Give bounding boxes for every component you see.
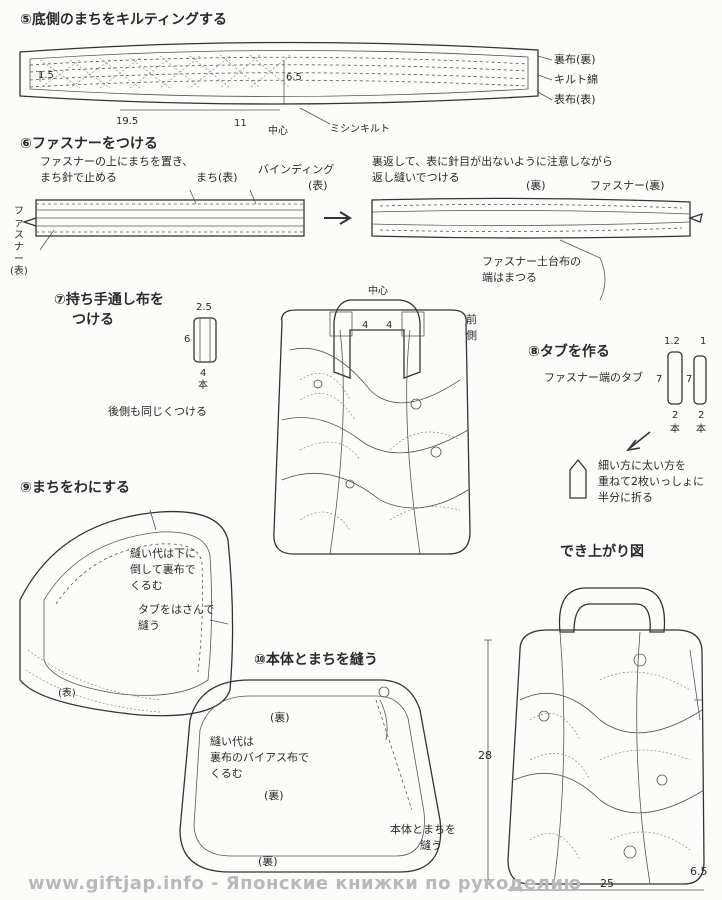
finished-title: でき上がり図: [560, 544, 644, 560]
tab-count-left: 2: [672, 410, 679, 421]
sew-note-line-2: 縫う: [420, 839, 442, 852]
batting-label: キルト綿: [554, 73, 598, 86]
fold-note-line-1: 細い方に太い方を: [598, 459, 686, 472]
back-same-note: 後側も同じくつける: [108, 405, 207, 418]
bag-center-label: 中心: [368, 286, 388, 297]
tab-count-right: 2: [698, 410, 705, 421]
dim-28: 28: [478, 749, 492, 762]
lining-label: 裏布(裏): [554, 53, 596, 66]
step-5-title: ⑤底側のまちをキルティングする: [20, 12, 228, 28]
dim-7-right: 7: [686, 374, 693, 385]
count-4: 4: [200, 368, 207, 379]
dim-19-5: 19.5: [116, 116, 139, 127]
zipper-attach-right-drawing: [371, 197, 703, 301]
dim-6: 6: [184, 334, 191, 345]
machine-quilt-label: ミシンキルト: [330, 124, 390, 135]
tab-unit-right: 本: [696, 424, 706, 435]
bag-front-panel-drawing: [273, 299, 471, 555]
zipper-end-tab-label: ファスナー端のタブ: [544, 371, 643, 384]
zipper-back-label: ファスナー(裏): [590, 179, 665, 192]
gusset-front-label: (表): [58, 688, 76, 699]
fold-note-line-2: 重ねて2枚いっしょに: [598, 475, 704, 488]
dim-1: 1: [700, 336, 707, 347]
zipper-attach-left-drawing: [21, 189, 352, 251]
step-6-right-note-line-1: 裏返して、表に針目が出ないように注意しながら: [372, 155, 613, 168]
step-6-title: ⑥ファスナーをつける: [20, 136, 158, 152]
outer-fabric-label: 表布(表): [554, 93, 596, 106]
binding-note-line-2: 裏布のバイアス布で: [210, 751, 309, 764]
binding-note-line-1: 縫い代は: [210, 735, 254, 748]
front-side-label-2: 側: [466, 329, 477, 342]
dim-7-left: 7: [656, 374, 663, 385]
front-side-label-1: 前: [466, 313, 477, 326]
step-9-title: ⑨まちをわにする: [20, 480, 130, 496]
finished-bag-drawing: [484, 587, 705, 891]
seam-note-line-2: 倒して裏布で: [130, 563, 196, 576]
fold-note-line-3: 半分に折る: [598, 491, 653, 504]
step-6-right-note-line-2: 返し縫いでつける: [372, 171, 460, 184]
back-label: (裏): [526, 179, 546, 192]
handle-loop-cloth-drawing: [193, 317, 217, 363]
watermark: www.giftjap.info - Японские книжки по ру…: [28, 873, 582, 894]
dim-1-2: 1.2: [664, 336, 680, 347]
dim-4-left: 4: [362, 320, 369, 331]
sew-note-line-1: 本体とまちを: [390, 823, 456, 836]
inside-back-label-3: (裏): [258, 855, 278, 868]
binding-label: バインディング: [258, 163, 335, 176]
dim-1-5: 1.5: [38, 70, 54, 81]
zipper-tape-note-line-1: ファスナー土台布の: [482, 255, 581, 268]
step-10-title: ⑩本体とまちを縫う: [254, 652, 378, 668]
tab-note-line-2: 縫う: [138, 619, 160, 632]
gusset-strip-drawing: [19, 41, 553, 125]
step-7-title-line-1: ⑦持ち手通し布を: [54, 292, 164, 308]
inside-back-label: (裏): [270, 711, 290, 724]
gusset-loop-drawing: [19, 509, 234, 717]
zipper-front-label: (表): [10, 266, 28, 277]
gusset-front-label: まち(表): [196, 171, 238, 184]
seam-note-line-3: くるむ: [130, 579, 163, 592]
dim-6-5-depth: 6.5: [690, 865, 708, 878]
dim-2-5: 2.5: [196, 302, 212, 313]
zipper-tabs-drawing: [569, 351, 707, 499]
dim-11: 11: [234, 118, 247, 129]
tab-unit-left: 本: [670, 424, 680, 435]
zipper-tape-note-line-2: 端はまつる: [482, 271, 537, 284]
step-7-title-line-2: つける: [72, 312, 114, 328]
zipper-vertical-label: ファスナー: [14, 206, 24, 265]
center-label: 中心: [268, 126, 288, 137]
step-6-note-line-1: ファスナーの上にまちを置き、: [40, 155, 194, 168]
step-8-title: ⑧タブを作る: [528, 344, 610, 360]
dim-6-5: 6.5: [286, 72, 302, 83]
step-6-note-line-2: まち針で止める: [40, 171, 117, 184]
tab-note-line-1: タブをはさんで: [138, 603, 215, 616]
binding-note-line-3: くるむ: [210, 767, 243, 780]
body-gusset-sew-drawing: [179, 679, 442, 873]
count-unit: 本: [198, 380, 208, 391]
dim-4-right: 4: [386, 320, 393, 331]
dim-25: 25: [600, 877, 614, 890]
binding-front-label: (表): [308, 179, 328, 192]
inside-back-label-2: (裏): [264, 789, 284, 802]
seam-note-line-1: 縫い代は下に: [130, 547, 196, 560]
